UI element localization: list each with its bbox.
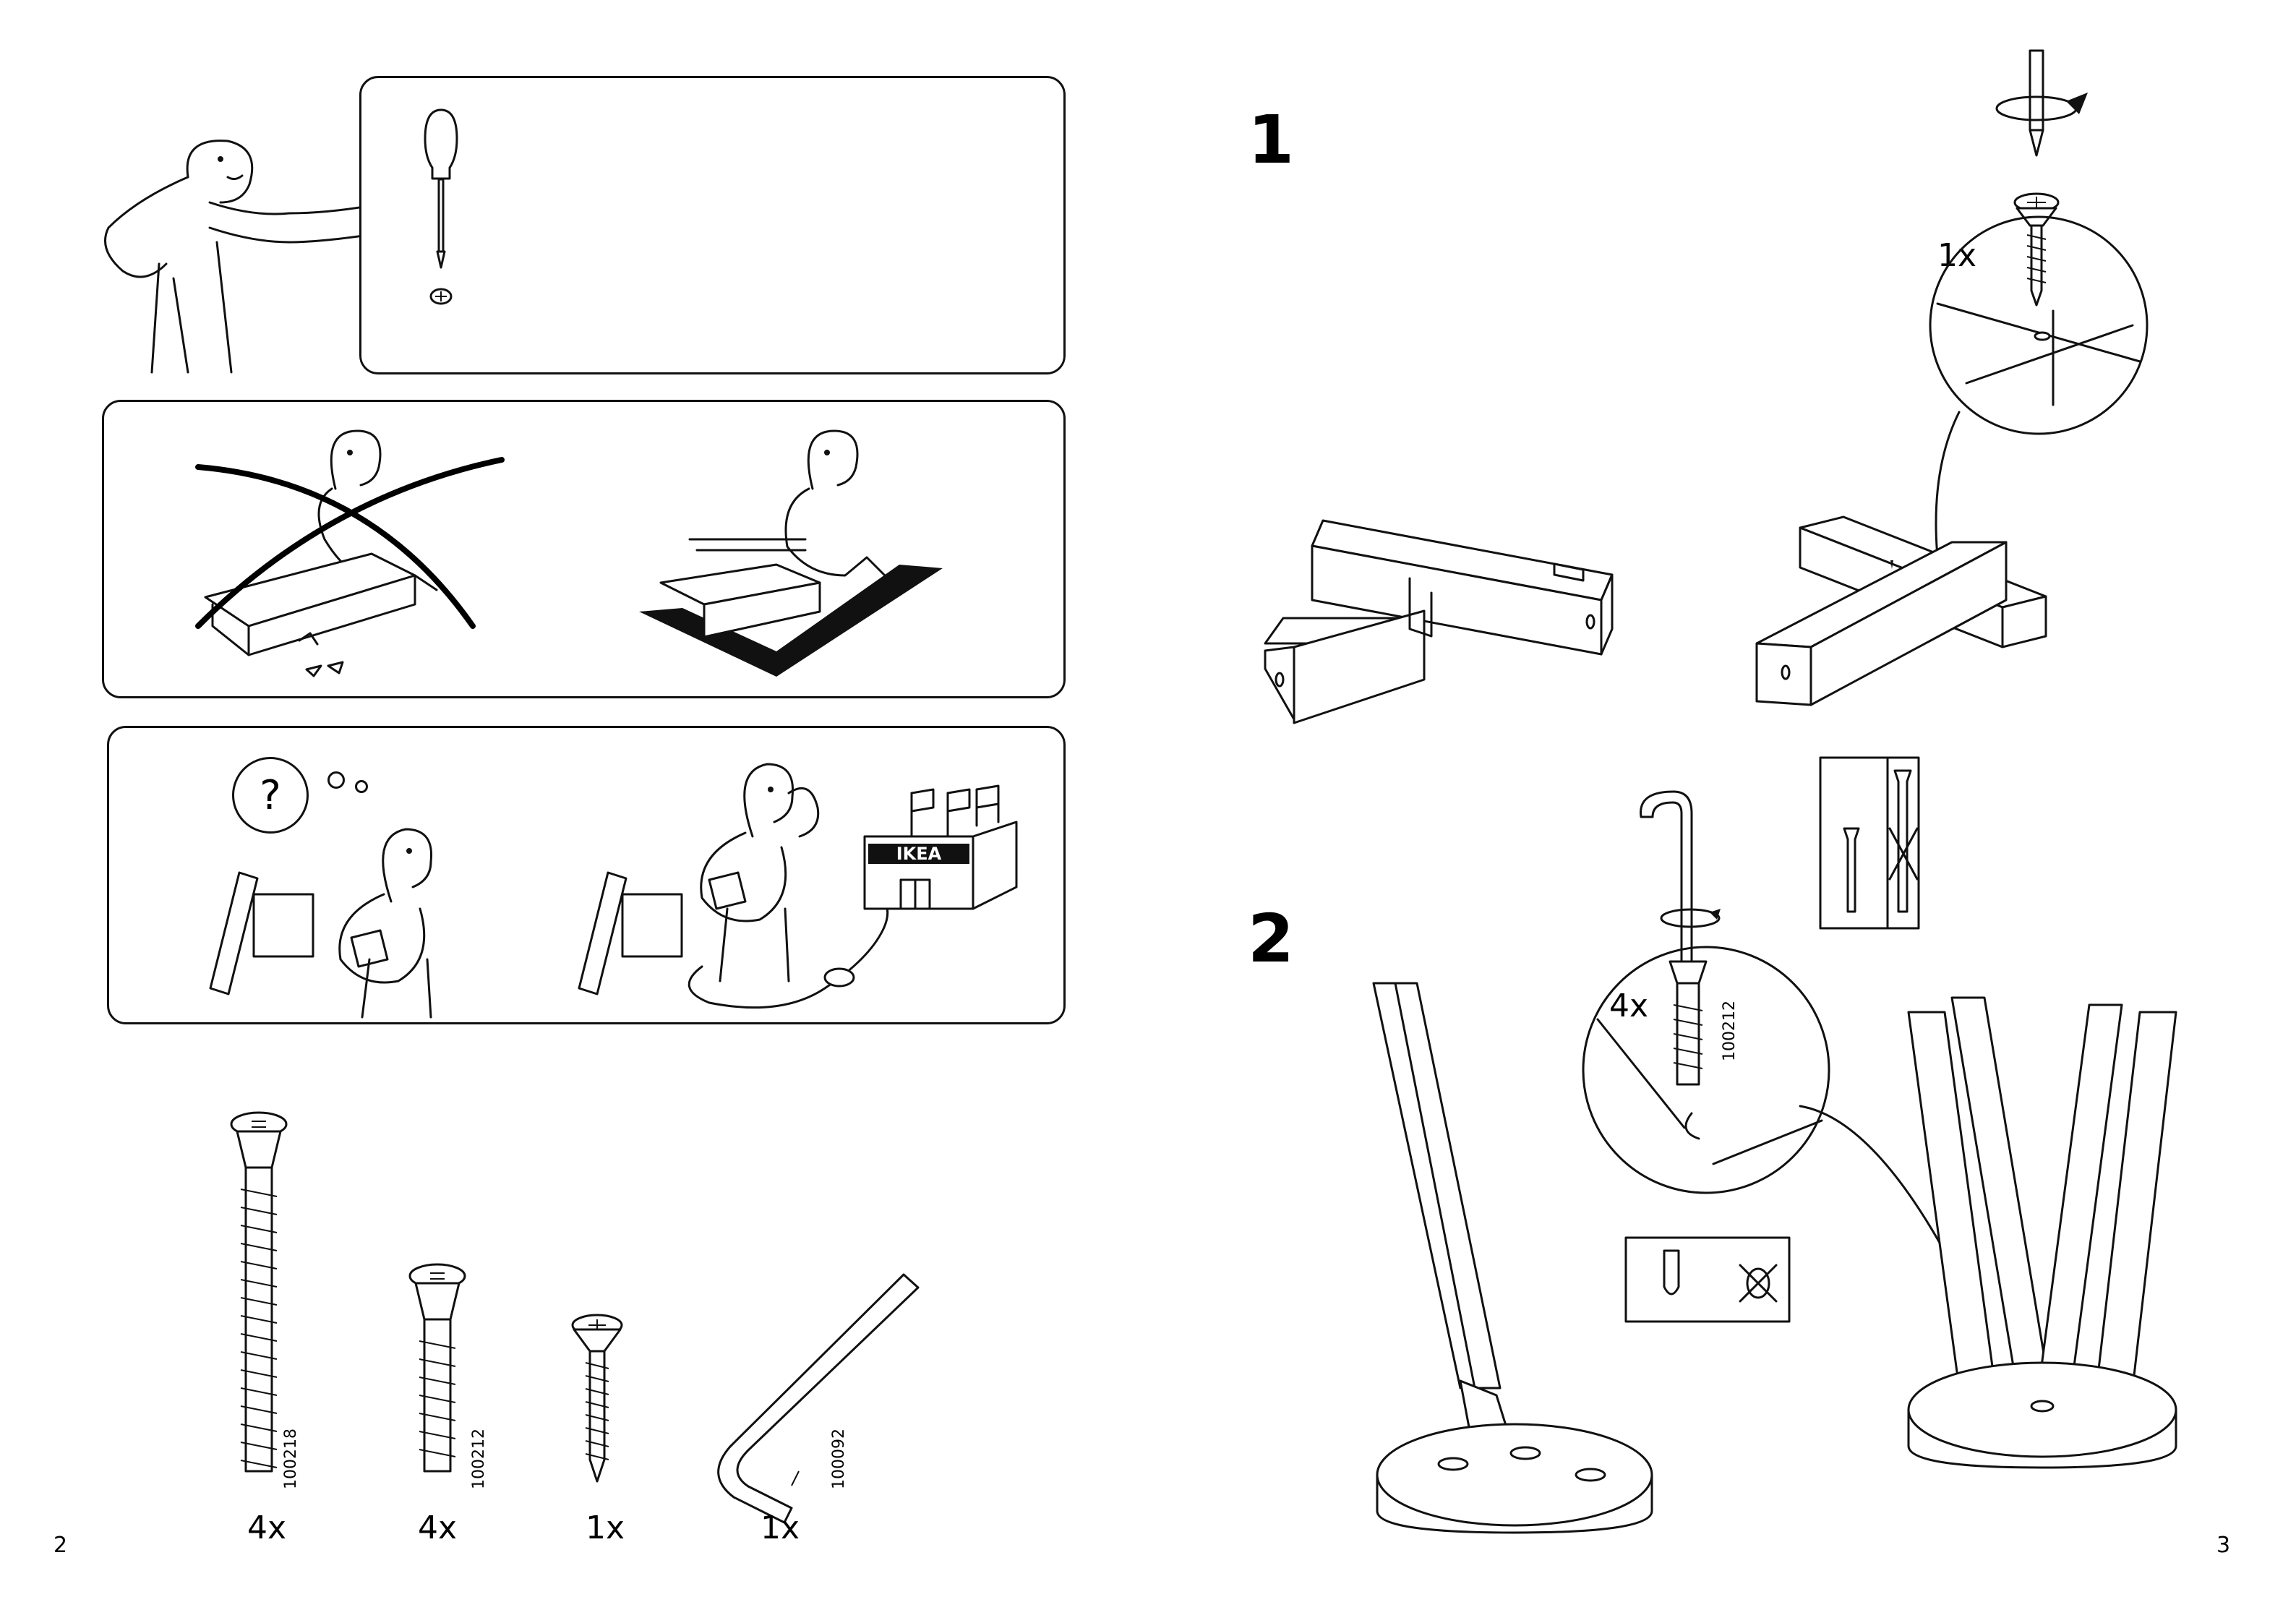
wrong-assembly-illustration: [198, 416, 516, 691]
short-allen-bolt-icon: [408, 1262, 474, 1486]
thought-dot: [355, 780, 368, 793]
tool-needed-panel: [359, 76, 1066, 374]
part-code: 100092: [830, 1429, 848, 1489]
correct-assembly-on-mat-illustration: [639, 416, 964, 691]
page-number-left: 2: [53, 1533, 67, 1558]
part-quantity: 1x: [761, 1509, 800, 1546]
page-number-right: 3: [2216, 1533, 2230, 1558]
step-number-2: 2: [1248, 900, 1294, 977]
protect-floor-panel: [102, 400, 1066, 698]
wood-screw-icon: [568, 1312, 626, 1493]
cross-frame-separate-illustration: [1265, 506, 1641, 737]
phone-store-illustration: IKEA: [572, 764, 1035, 1024]
person-pointing-illustration: [101, 134, 361, 380]
use-short-bolt-indicator: [1819, 756, 1920, 930]
cross-frame-assembled-illustration: [1757, 506, 2133, 737]
get-help-panel: ? IKEA: [107, 726, 1066, 1024]
stool-assembled-illustration: [1880, 998, 2205, 1518]
thought-dot: [327, 771, 345, 789]
part-quantity: 4x: [247, 1509, 286, 1546]
part-quantity: 1x: [586, 1509, 625, 1546]
step-number-1: 1: [1248, 101, 1294, 179]
part-code: 100212: [470, 1429, 488, 1489]
leg-and-seat-left-illustration: [1359, 976, 1699, 1533]
part-code: 100218: [282, 1429, 300, 1489]
confused-person-illustration: [196, 815, 463, 1017]
allen-key-icon: [708, 1269, 925, 1493]
question-mark: ?: [260, 772, 281, 819]
part-quantity: 4x: [418, 1509, 457, 1546]
phillips-screwdriver-icon: [419, 107, 463, 353]
store-sign-text: IKEA: [896, 844, 942, 864]
